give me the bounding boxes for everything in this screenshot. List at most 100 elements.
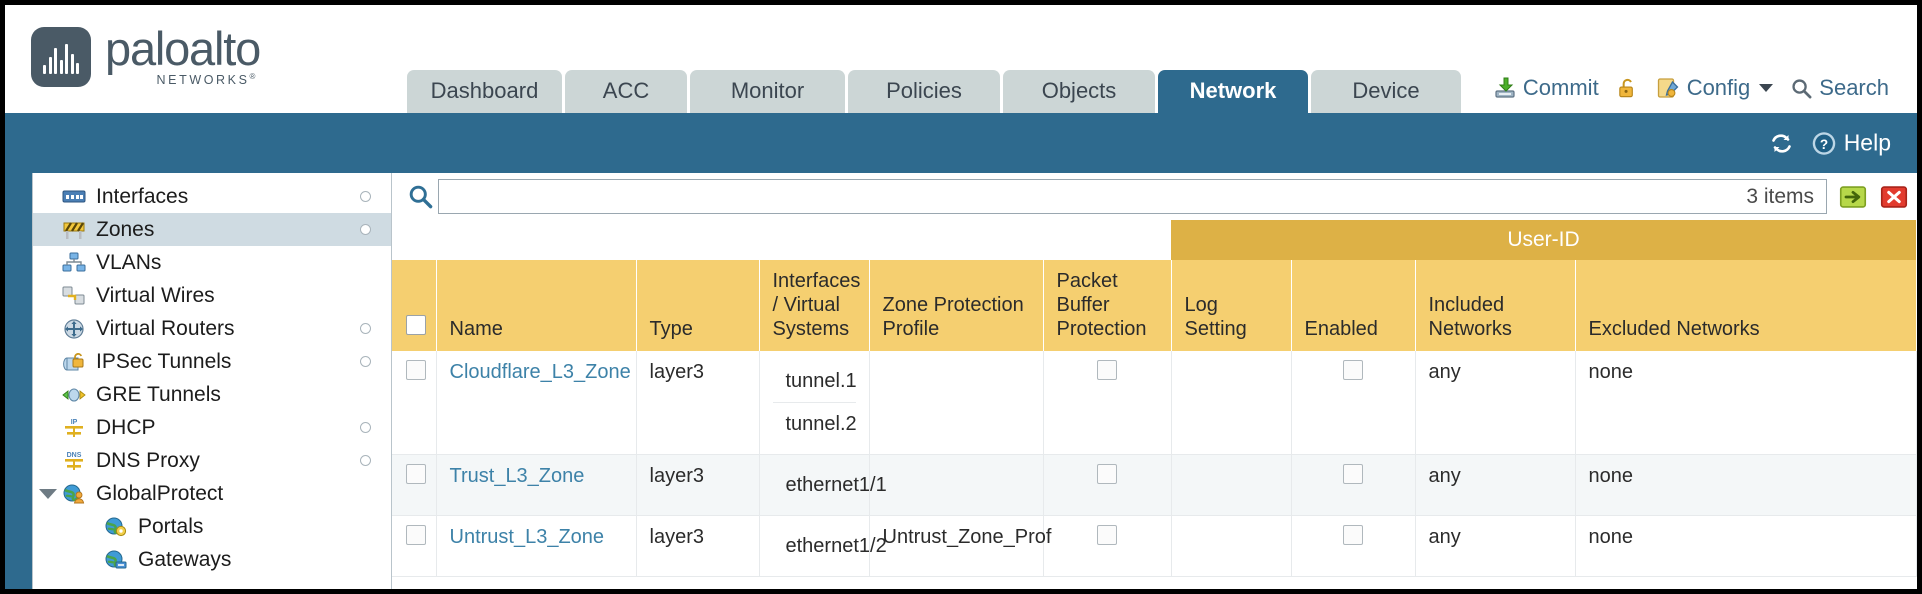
cell-type: layer3 <box>636 350 760 455</box>
sidebar-item-interfaces[interactable]: Interfaces <box>33 180 391 213</box>
config-menu[interactable]: Config <box>1656 75 1774 101</box>
cell-zone-protection-profile <box>869 350 1044 455</box>
column-header-name[interactable]: Name <box>436 259 637 351</box>
sidebar-item-label: IPSec Tunnels <box>96 349 232 373</box>
sidebar-item-label: Zones <box>96 217 155 241</box>
brand-name: paloalto <box>105 22 261 75</box>
sidebar-item-portals[interactable]: Portals <box>33 510 391 543</box>
sidebar-item-globalprotect[interactable]: GlobalProtect <box>33 477 391 510</box>
sidebar-item-indicator <box>360 455 371 466</box>
cell-included-networks: any <box>1415 515 1576 577</box>
main-panel: 3 items <box>392 173 1917 589</box>
sidebar-item-virtual-routers[interactable]: Virtual Routers <box>33 312 391 345</box>
sidebar-item-label: Virtual Routers <box>96 316 235 340</box>
tab-objects[interactable]: Objects <box>1003 70 1155 113</box>
header-actions: Commit Config <box>1493 75 1889 101</box>
help-button[interactable]: ? Help <box>1811 130 1891 157</box>
zone-name-link[interactable]: Cloudflare_L3_Zone <box>449 360 631 383</box>
sidebar-item-label: Interfaces <box>96 184 189 208</box>
sidebar-item-dhcp[interactable]: IP DHCP <box>33 411 391 444</box>
packet-buffer-protection-checkbox[interactable] <box>1097 463 1117 484</box>
refresh-button[interactable] <box>1768 131 1795 155</box>
sidebar-item-gre-tunnels[interactable]: GRE Tunnels <box>33 378 391 411</box>
column-header-log-setting[interactable]: Log Setting <box>1171 259 1292 351</box>
commit-button[interactable]: Commit <box>1493 75 1599 101</box>
search-button[interactable]: Search <box>1790 75 1889 101</box>
tab-monitor[interactable]: Monitor <box>690 70 845 113</box>
lock-button[interactable] <box>1616 76 1639 100</box>
cell-included-networks: any <box>1415 454 1576 516</box>
packet-buffer-protection-checkbox[interactable] <box>1097 524 1117 545</box>
cell-zone-protection-profile <box>869 454 1044 516</box>
commit-label: Commit <box>1522 75 1599 100</box>
search-magnifier-icon <box>409 185 432 209</box>
refresh-icon <box>1771 133 1791 153</box>
cell-interfaces: ethernet1/2 <box>759 515 887 577</box>
ipsec-tunnels-icon-wrap <box>61 351 87 373</box>
brand-wordmark: paloalto NETWORKS® <box>105 22 261 88</box>
interfaces-icon <box>62 190 86 202</box>
packet-buffer-protection-checkbox[interactable] <box>1097 359 1117 380</box>
sidebar-item-zones[interactable]: Zones <box>33 213 391 246</box>
tab-device[interactable]: Device <box>1311 70 1461 113</box>
tab-dashboard[interactable]: Dashboard <box>407 70 562 113</box>
cell-type: layer3 <box>636 454 760 516</box>
userid-enabled-checkbox[interactable] <box>1343 463 1363 484</box>
commit-save-icon <box>1495 77 1515 98</box>
sidebar-item-indicator <box>360 224 371 235</box>
column-header-packet-buffer-protection[interactable]: Packet Buffer Protection <box>1043 259 1172 351</box>
tab-acc[interactable]: ACC <box>565 70 687 113</box>
interface-entry: tunnel.1 <box>772 360 857 403</box>
userid-enabled-checkbox[interactable] <box>1343 359 1363 380</box>
dns-proxy-icon-wrap: DNS <box>61 450 87 472</box>
sidebar-item-label: DHCP <box>96 415 156 439</box>
sidebar-item-ipsec-tunnels[interactable]: IPSec Tunnels <box>33 345 391 378</box>
cell-excluded-networks: none <box>1575 350 1917 455</box>
sidebar-item-label: VLANs <box>96 250 162 274</box>
sidebar-item-gateways[interactable]: Gateways <box>33 543 391 576</box>
sidebar-item-indicator <box>360 422 371 433</box>
vlans-icon <box>62 252 86 271</box>
dhcp-icon: IP <box>65 419 83 437</box>
tab-policies[interactable]: Policies <box>848 70 1000 113</box>
clear-filter-button[interactable] <box>1879 183 1909 211</box>
row-checkbox[interactable] <box>406 524 426 545</box>
row-select-cell <box>392 454 437 516</box>
search-icon-wrap <box>402 183 438 210</box>
help-label: Help <box>1843 129 1891 156</box>
select-all-checkbox[interactable] <box>406 315 426 336</box>
zone-name-link[interactable]: Untrust_L3_Zone <box>449 525 605 548</box>
sidebar-item-virtual-wires[interactable]: Virtual Wires <box>33 279 391 312</box>
column-header-interfaces-virtual-systems[interactable]: Interfaces / Virtual Systems <box>759 259 870 351</box>
search-input[interactable]: 3 items <box>438 179 1827 214</box>
sidebar-item-indicator <box>360 323 371 334</box>
row-checkbox[interactable] <box>406 463 426 484</box>
userid-enabled-checkbox[interactable] <box>1343 524 1363 545</box>
chevron-down-icon[interactable] <box>39 488 57 499</box>
cell-name: Cloudflare_L3_Zone <box>436 350 637 455</box>
chevron-down-icon <box>1759 84 1774 92</box>
cell-excluded-networks: none <box>1575 454 1917 516</box>
zone-name-link[interactable]: Trust_L3_Zone <box>449 464 585 487</box>
apply-filter-button[interactable] <box>1838 183 1868 211</box>
sidebar-item-vlans[interactable]: VLANs <box>33 246 391 279</box>
cell-zone-protection-profile: Untrust_Zone_Prof <box>869 515 1051 577</box>
column-header-zone-protection-profile[interactable]: Zone Protection Profile <box>869 259 1044 351</box>
cell-packet-buffer-protection <box>1043 350 1172 455</box>
config-wrench-icon <box>1657 78 1679 98</box>
column-header-excluded-networks[interactable]: Excluded Networks <box>1575 259 1917 351</box>
row-checkbox[interactable] <box>406 359 426 380</box>
tab-network[interactable]: Network <box>1158 70 1308 113</box>
column-header-included-networks[interactable]: Included Networks <box>1415 259 1576 351</box>
column-header-enabled[interactable]: Enabled <box>1291 259 1416 351</box>
column-header-type[interactable]: Type <box>636 259 760 351</box>
